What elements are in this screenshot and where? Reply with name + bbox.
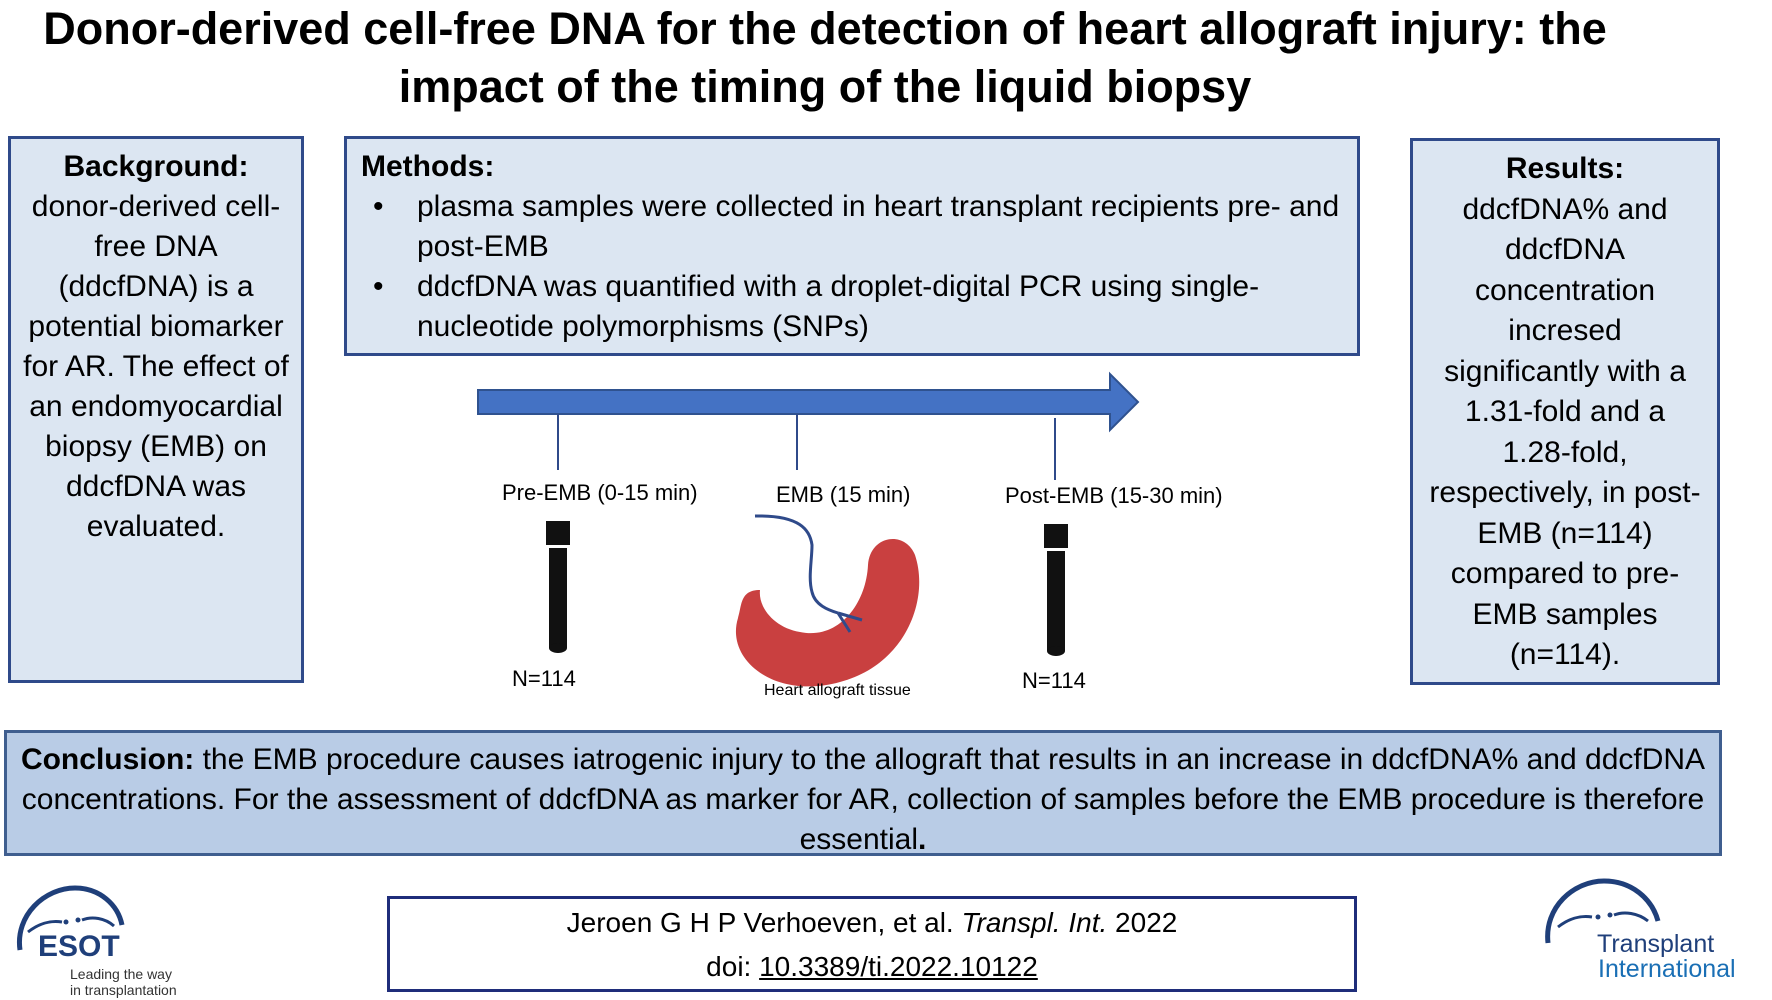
citation-year: 2022: [1107, 907, 1178, 938]
results-heading: Results:: [1505, 152, 1625, 185]
esot-logo-icon: [16, 885, 125, 951]
conclusion-heading: Conclusion:: [20, 743, 195, 776]
timeline-arrow: [477, 371, 1140, 433]
esot-tagline-2: in transplantation: [70, 982, 177, 998]
pre-sample-tube: [546, 521, 570, 653]
background-text: donor-derived cell-free DNA (ddcfDNA) is…: [23, 190, 289, 543]
methods-box: Methods: plasma samples were collected i…: [344, 136, 1360, 356]
pre-n-label: N=114: [512, 666, 576, 691]
citation-journal: Transpl. Int.: [961, 907, 1108, 938]
esot-name: ESOT: [38, 930, 120, 963]
results-box: Results: ddcfDNA% and ddcfDNA concentrat…: [1410, 138, 1720, 685]
background-heading: Background:: [63, 150, 249, 183]
methods-item: ddcfDNA was quantified with a droplet-di…: [361, 267, 1343, 347]
methods-heading: Methods:: [361, 150, 495, 183]
transplant-international-logo-icon: [1545, 878, 1661, 944]
doi-line: doi: 10.3389/ti.2022.10122: [390, 945, 1354, 989]
catheter-tip: [836, 611, 863, 633]
post-emb-label: Post-EMB (15-30 min): [1005, 483, 1223, 508]
heart-tissue: [735, 538, 920, 687]
doi-prefix: doi:: [706, 951, 760, 982]
doi-link[interactable]: 10.3389/ti.2022.10122: [759, 951, 1038, 982]
citation-box: Jeroen G H P Verhoeven, et al. Transpl. …: [387, 896, 1357, 992]
conclusion-text: the EMB procedure causes iatrogenic inju…: [21, 743, 1706, 856]
methods-list: plasma samples were collected in heart t…: [361, 187, 1343, 347]
esot-tagline-1: Leading the way: [70, 966, 172, 982]
background-box: Background: donor-derived cell-free DNA …: [8, 136, 304, 683]
ti-line2: International: [1598, 955, 1736, 983]
citation-authors: Jeroen G H P Verhoeven, et al.: [566, 907, 962, 938]
conclusion-box: Conclusion: the EMB procedure causes iat…: [4, 730, 1722, 856]
catheter: [754, 514, 839, 615]
post-sample-tube: [1044, 524, 1068, 656]
post-n-label: N=114: [1022, 668, 1086, 693]
tissue-label: Heart allograft tissue: [764, 682, 911, 699]
ti-line1: Transplant: [1597, 930, 1715, 958]
results-text: ddcfDNA% and ddcfDNA concentration incre…: [1429, 192, 1701, 672]
conclusion-end: .: [918, 823, 927, 856]
page-title: Donor-derived cell-free DNA for the dete…: [43, 3, 1607, 112]
emb-label: EMB (15 min): [776, 482, 911, 507]
pre-emb-label: Pre-EMB (0-15 min): [502, 480, 698, 505]
citation-line: Jeroen G H P Verhoeven, et al. Transpl. …: [390, 901, 1354, 945]
methods-item: plasma samples were collected in heart t…: [361, 187, 1343, 267]
